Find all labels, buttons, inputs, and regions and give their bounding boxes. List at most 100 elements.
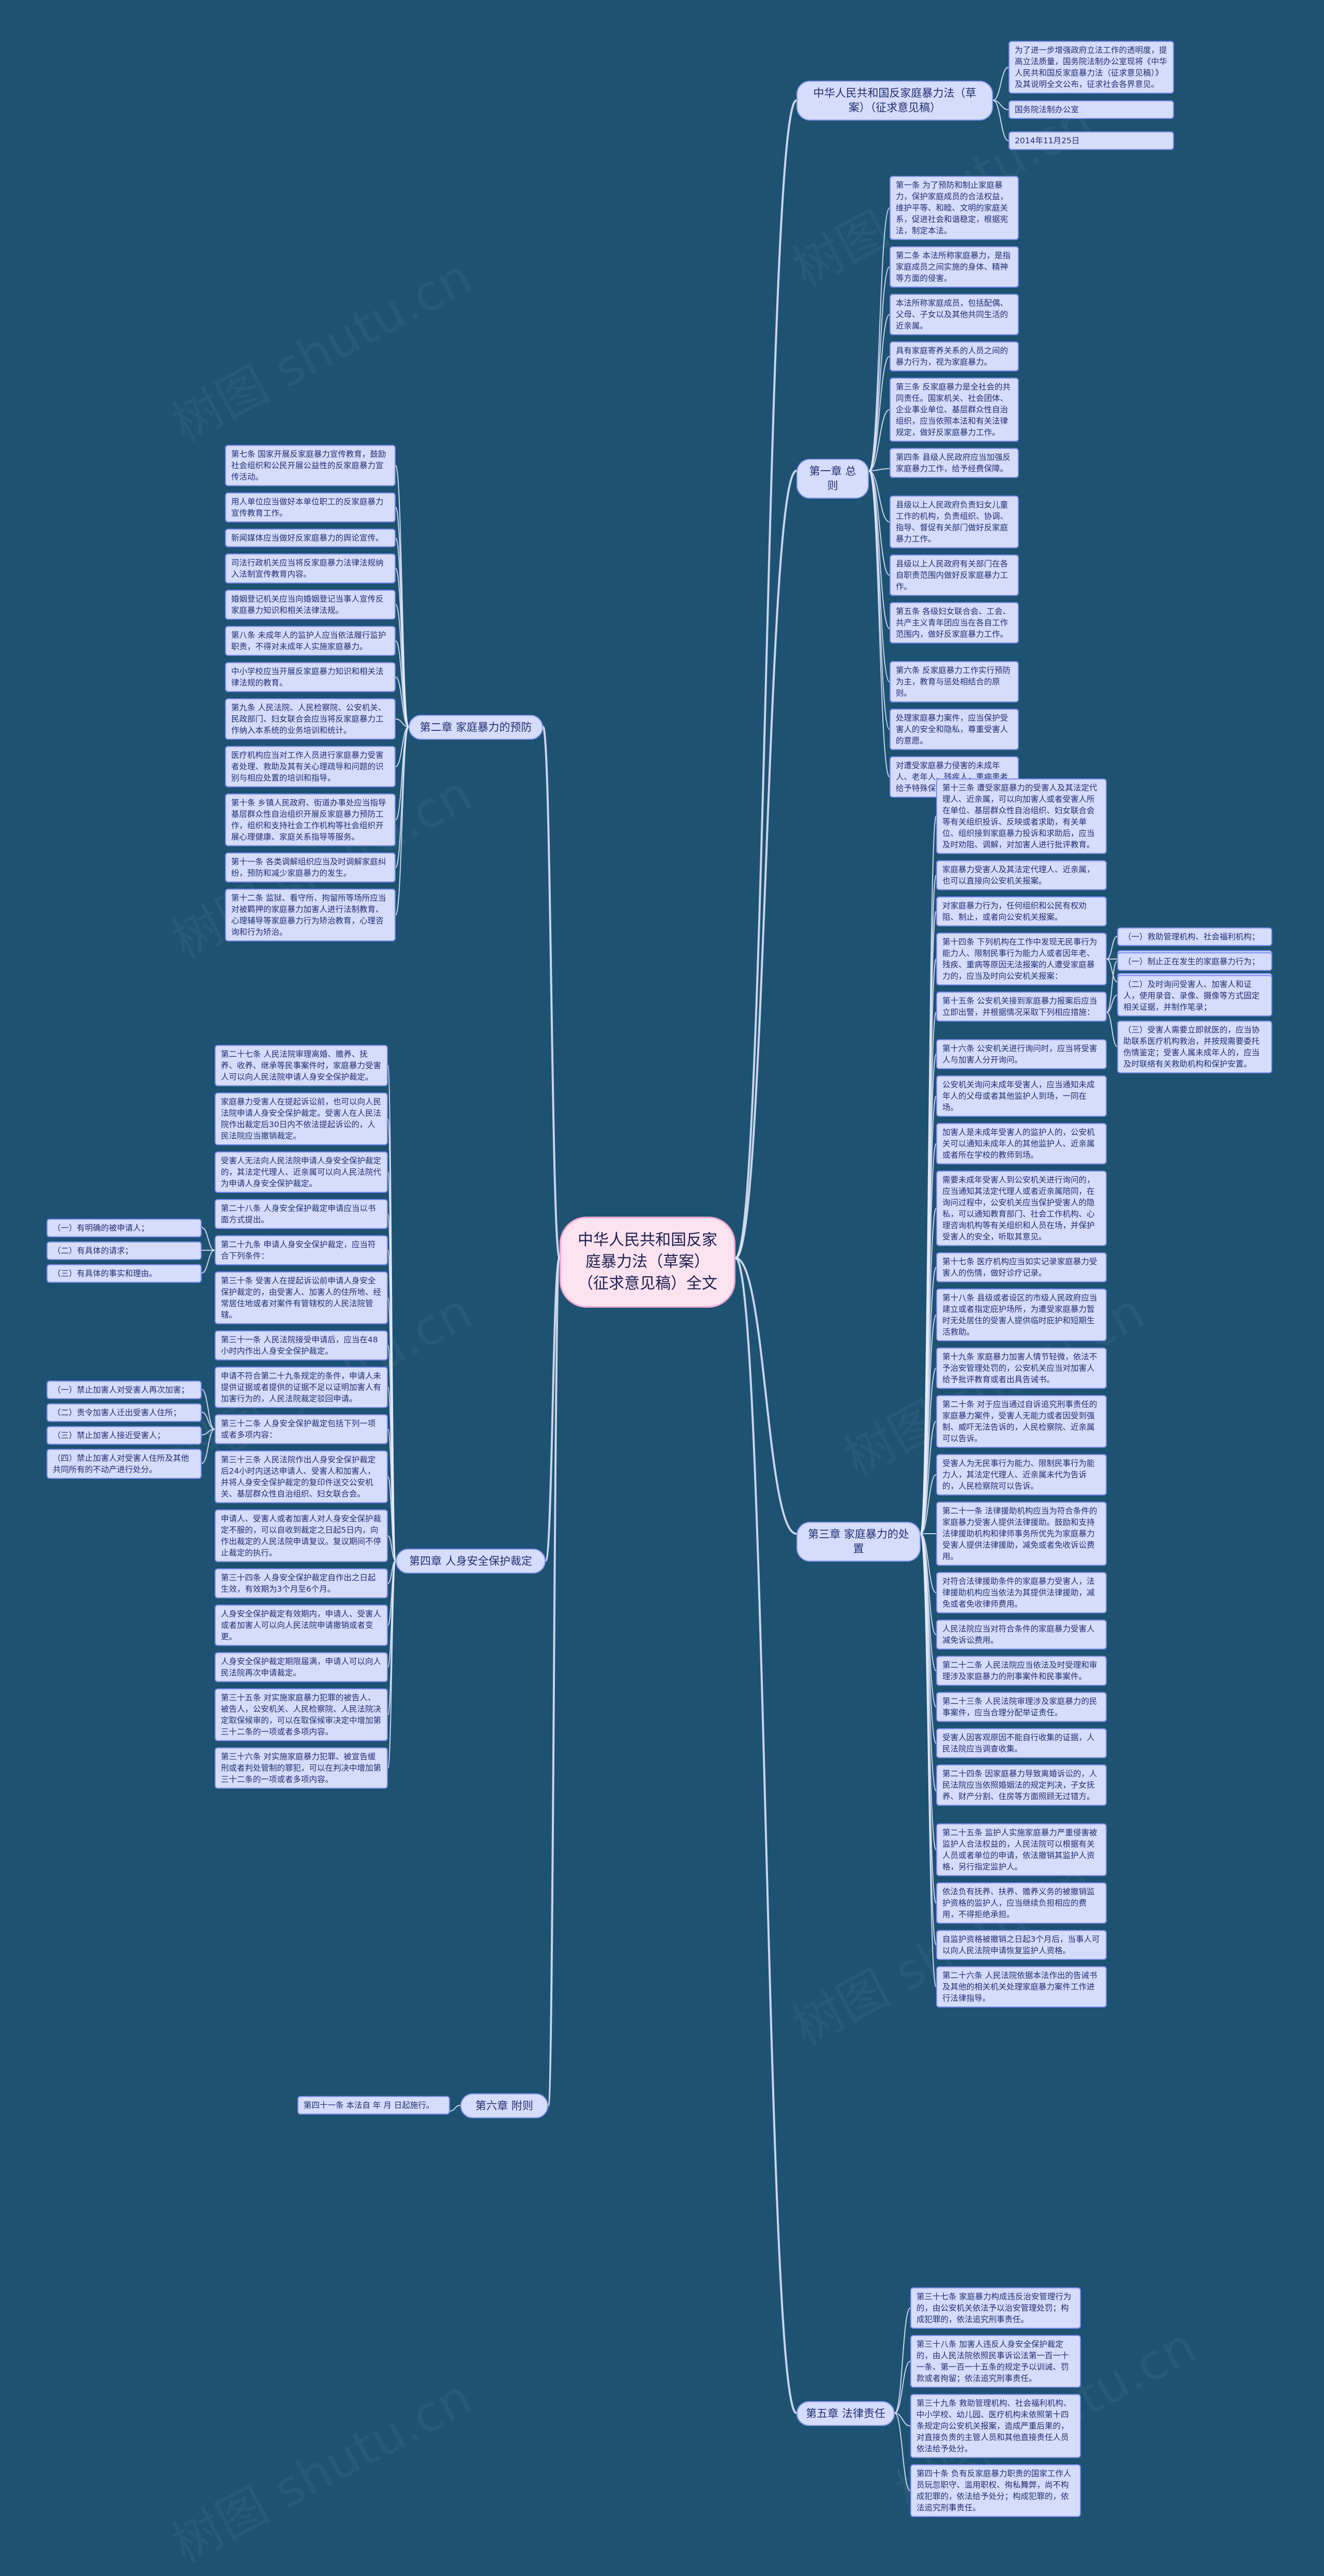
branch-item[interactable]: 第五条 各级妇女联合会、工会、共产主义青年团应当在各自工作范围内，做好反家庭暴力… [890, 602, 1019, 643]
connector-line [1106, 1012, 1118, 1047]
branch-item[interactable]: 县级以上人民政府负责妇女儿童工作的机构，负责组织、协调、指导、督促有关部门做好反… [890, 496, 1019, 548]
branch-item[interactable]: 第三十三条 人民法院作出人身安全保护裁定后24小时内送达申请人、受害人和加害人，… [215, 1450, 388, 1503]
branch-item[interactable]: 中小学校应当开展反家庭暴力知识和相关法律法规的教育。 [225, 662, 396, 692]
sub-item[interactable]: （四）禁止加害人对受害人住所及其他共同所有的不动产进行处分。 [47, 1449, 202, 1479]
branch-item[interactable]: 申请不符合第二十九条规定的条件，申请人未提供证据或者提供的证据不足以证明加害人有… [215, 1367, 388, 1408]
branch-item[interactable]: 自监护资格被撤销之日起3个月后，当事人可以向人民法院申请恢复监护人资格。 [936, 1930, 1107, 1960]
branch-item[interactable]: 对符合法律援助条件的家庭暴力受害人，法律援助机构应当依法为其提供法律援助，减免或… [936, 1572, 1107, 1613]
branch-item[interactable]: 第二条 本法所称家庭暴力，是指家庭成员之间实施的身体、精神等方面的侵害。 [890, 246, 1019, 288]
branch-item[interactable]: 第三十二条 人身安全保护裁定包括下列一项或者多项内容： [215, 1414, 388, 1444]
branch-item[interactable]: 第二十七条 人民法院审理离婚、赡养、抚养、收养、继承等民事案件时，家庭暴力受害人… [215, 1045, 388, 1086]
branch-item[interactable]: 家庭暴力受害人在提起诉讼前，也可以向人民法院申请人身安全保护裁定。受害人在人民法… [215, 1092, 388, 1145]
branch-item[interactable]: 申请人、受害人或者加害人对人身安全保护裁定不服的，可以自收到裁定之日起5日内，向… [215, 1509, 388, 1562]
connector-line [1106, 961, 1118, 1013]
branch-item[interactable]: 家庭暴力受害人及其法定代理人、近亲属，也可以直接向公安机关报案。 [936, 860, 1107, 890]
branch-item[interactable]: 处理家庭暴力案件，应当保护受害人的安全和隐私，尊重受害人的意愿。 [890, 709, 1019, 750]
branch-item[interactable]: 第二十九条 申请人身安全保护裁定，应当符合下列条件： [215, 1235, 388, 1265]
connector-line [201, 1412, 215, 1430]
branch-item[interactable]: 受害人因客观原因不能自行收集的证据，人民法院应当调查收集。 [936, 1728, 1107, 1758]
branch-item[interactable]: 受害人无法向人民法院申请人身安全保护裁定的，其法定代理人、近亲属可以向人民法院代… [215, 1151, 388, 1193]
branch-item[interactable]: 第十九条 家庭暴力加害人情节轻微，依法不予治安管理处罚的，公安机关应当对加害人给… [936, 1347, 1107, 1389]
sub-item[interactable]: （三）禁止加害人接近受害人； [47, 1426, 202, 1445]
branch-item[interactable]: 人身安全保护裁定有效期内，申请人、受害人或者加害人可以向人民法院申请撤销或者变更… [215, 1605, 388, 1646]
sub-item[interactable]: （一）救助管理机构、社会福利机构； [1117, 927, 1272, 946]
branch-item[interactable]: 婚姻登记机关应当向婚姻登记当事人宣传反家庭暴力知识和相关法律法规。 [225, 590, 396, 620]
connector-line [201, 1227, 215, 1251]
branch-item[interactable]: 第三十五条 对实施家庭暴力犯罪的被告人、被告人，公安机关、人民检察院、人民法院决… [215, 1688, 388, 1741]
branch-item[interactable]: 公安机关询问未成年受害人，应当通知未成年人的父母或者其他监护人到场，一同在场。 [936, 1075, 1107, 1117]
branch-item[interactable]: 第二十四条 因家庭暴力导致离婚诉讼的，人民法院应当依照婚姻法的规定判决，子女抚养… [936, 1764, 1107, 1806]
branch-item[interactable]: 第三十七条 家庭暴力构成违反治安管理行为的，由公安机关依法予以治安管理处罚；构成… [910, 2287, 1081, 2329]
connector-line [868, 468, 890, 471]
branch-item[interactable]: 第四条 县级人民政府应当加强反家庭暴力工作，给予经费保障。 [890, 448, 1019, 478]
branch-item[interactable]: 需要未成年受害人到公安机关进行询问的，应当通知其法定代理人或者近亲属陪同，在询问… [936, 1171, 1107, 1246]
branch-topic[interactable]: 中华人民共和国反家庭暴力法（草案）（征求意见稿） [796, 81, 993, 121]
branch-item[interactable]: 第三十九条 救助管理机构、社会福利机构、中小学校、幼儿园、医疗机构未依照第十四条… [910, 2394, 1081, 2458]
branch-item[interactable]: 第九条 人民法院、人民检察院、公安机关、民政部门、妇女联合会应当将反家庭暴力工作… [225, 698, 396, 740]
branch-topic[interactable]: 第二章 家庭暴力的预防 [409, 715, 543, 740]
branch-item[interactable]: 医疗机构应当对工作人员进行家庭暴力受害者处理、救助及其有关心理疏导和问题的识别与… [225, 746, 396, 787]
branch-item[interactable]: 本法所称家庭成员，包括配偶、父母、子女以及其他共同生活的近亲属。 [890, 294, 1019, 335]
branch-item[interactable]: 第二十一条 法律援助机构应当为符合条件的家庭暴力受害人提供法律援助。鼓励和支持法… [936, 1502, 1107, 1566]
branch-item[interactable]: 具有家庭寄养关系的人员之间的暴力行为，视为家庭暴力。 [890, 341, 1019, 371]
branch-item[interactable]: 第三十四条 人身安全保护裁定自作出之日起生效，有效期为3个月至6个月。 [215, 1568, 388, 1598]
branch-item[interactable]: 国务院法制办公室 [1009, 100, 1174, 119]
branch-item[interactable]: 第八条 未成年人的监护人应当依法履行监护职责，不得对未成年人实施家庭暴力。 [225, 626, 396, 656]
branch-item[interactable]: 第十一条 各类调解组织应当及时调解家庭纠纷，预防和减少家庭暴力的发生。 [225, 852, 396, 882]
branch-item[interactable]: 人身安全保护裁定期限届满，申请人可以向人民法院再次申请裁定。 [215, 1652, 388, 1682]
branch-item[interactable]: 第二十条 对于应当通过自诉追究刑事责任的家庭暴力案件，受害人无能力或者因受到强制… [936, 1395, 1107, 1448]
root-topic[interactable]: 中华人民共和国反家庭暴力法（草案）（征求意见稿）全文 [560, 1217, 735, 1308]
branch-item[interactable]: 依法负有抚养、扶养、赡养义务的被撤销监护资格的监护人，应当继续负担相应的费用，不… [936, 1882, 1107, 1924]
branch-item[interactable]: 第十七条 医疗机构应当如实记录家庭暴力受害人的伤情，做好诊疗记录。 [936, 1252, 1107, 1282]
branch-item[interactable]: 第三十条 受害人在提起诉讼前申请人身安全保护裁定的，由受害人、加害人的住所地、经… [215, 1271, 388, 1324]
branch-item[interactable]: 第六条 反家庭暴力工作实行预防为主，教育与惩处相结合的原则。 [890, 661, 1019, 702]
branch-topic[interactable]: 第六章 附则 [460, 2093, 548, 2119]
sub-item[interactable]: （三）受害人需要立即就医的，应当协助联系医疗机构救治，并按规需要委托伤情鉴定；受… [1117, 1021, 1272, 1073]
branch-item[interactable]: 第四十条 负有反家庭暴力职责的国家工作人员玩忽职守、滥用职权、徇私舞弊，尚不构成… [910, 2464, 1081, 2517]
branch-item[interactable]: 第十六条 公安机关进行询问时，应当将受害人与加害人分开询问。 [936, 1039, 1107, 1069]
branch-item[interactable]: 第十八条 县级或者设区的市级人民政府应当建立或者指定庇护场所，为遭受家庭暴力暂时… [936, 1289, 1107, 1341]
sub-item[interactable]: （三）有具体的事实和理由。 [47, 1264, 202, 1283]
branch-topic[interactable]: 第五章 法律责任 [796, 2401, 895, 2427]
branch-item[interactable]: 为了进一步增强政府立法工作的透明度，提高立法质量，国务院法制办公室现将《中华人民… [1009, 41, 1174, 94]
branch-item[interactable]: 第二十二条 人民法院应当依法及时受理和审理涉及家庭暴力的刑事案件和民事案件。 [936, 1656, 1107, 1686]
branch-item[interactable]: 新闻媒体应当做好反家庭暴力的舆论宣传。 [225, 529, 396, 547]
branch-item[interactable]: 第十三条 遭受家庭暴力的受害人及其法定代理人、近亲属，可以向加害人或者受害人所在… [936, 778, 1107, 854]
branch-item[interactable]: 第七条 国家开展反家庭暴力宣传教育，鼓励社会组织和公民开展公益性的反家庭暴力宣传… [225, 445, 396, 486]
branch-item[interactable]: 用人单位应当做好本单位职工的反家庭暴力宣传教育工作。 [225, 492, 396, 522]
sub-item[interactable]: （二）有具体的请求； [47, 1241, 202, 1260]
branch-item[interactable]: 第十条 乡镇人民政府、街道办事处应当指导基层群众性自治组织开展反家庭暴力预防工作… [225, 793, 396, 846]
sub-item[interactable]: （二）及时询问受害人、加害人和证人，使用录音、录像、摄像等方式固定相关证据，并制… [1117, 975, 1272, 1016]
branch-topic[interactable]: 第一章 总则 [796, 459, 869, 499]
branch-item[interactable]: 受害人为无民事行为能力、限制民事行为能力人，其法定代理人、近亲属未代为告诉的，人… [936, 1454, 1107, 1495]
branch-item[interactable]: 第三十一条 人民法院接受申请后，应当在48小时内作出人身安全保护裁定。 [215, 1330, 388, 1360]
branch-item[interactable]: 第二十八条 人身安全保护裁定申请应当以书面方式提出。 [215, 1199, 388, 1229]
sub-item[interactable]: （二）责令加害人迁出受害人住所； [47, 1403, 202, 1422]
branch-item[interactable]: 第三十六条 对实施家庭暴力犯罪、被宣告缓刑或者判处管制的罪犯，可以在判决中增加第… [215, 1747, 388, 1789]
branch-item[interactable]: 第十五条 公安机关接到家庭暴力报案后应当立即出警，并根据情况采取下列相应措施： [936, 992, 1107, 1022]
connector-line [547, 1257, 561, 2106]
branch-item[interactable]: 第四十一条 本法自 年 月 日起施行。 [297, 2096, 450, 2115]
branch-item[interactable]: 司法行政机关应当将反家庭暴力法律法规纳入法制宣传教育内容。 [225, 553, 396, 583]
sub-item[interactable]: （一）制止正在发生的家庭暴力行为； [1117, 952, 1272, 971]
branch-item[interactable]: 第二十三条 人民法院审理涉及家庭暴力的民事案件，应当合理分配举证责任。 [936, 1692, 1107, 1722]
branch-item[interactable]: 县级以上人民政府有关部门在各自职责范围内做好反家庭暴力工作。 [890, 555, 1019, 596]
branch-item[interactable]: 第一条 为了预防和制止家庭暴力，保护家庭成员的合法权益，维护平等、和睦、文明的家… [890, 176, 1019, 240]
branch-item[interactable]: 第三十八条 加害人违反人身安全保护裁定的，由人民法院依照民事诉讼法第一百一十一条… [910, 2335, 1081, 2388]
branch-item[interactable]: 第三条 反家庭暴力是全社会的共同责任。国家机关、社会团体、企业事业单位、基层群众… [890, 378, 1019, 442]
branch-item[interactable]: 第二十五条 监护人实施家庭暴力严重侵害被监护人合法权益的，人民法院可以根据有关人… [936, 1823, 1107, 1876]
branch-item[interactable]: 人民法院应当对符合条件的家庭暴力受害人减免诉讼费用。 [936, 1620, 1107, 1650]
branch-item[interactable]: 第二十六条 人民法院依据本法作出的告诫书及其他的相关机关处理家庭暴力案件工作进行… [936, 1966, 1107, 2008]
branch-topic[interactable]: 第三章 家庭暴力的处置 [796, 1522, 921, 1562]
branch-item[interactable]: 第十二条 监狱、看守所、拘留所等场所应当对被羁押的家庭暴力加害人进行法制教育、心… [225, 889, 396, 941]
branch-item[interactable]: 第十四条 下列机构在工作中发现无民事行为能力人、限制民事行为能力人或者因年老、残… [936, 933, 1107, 985]
branch-item[interactable]: 2014年11月25日 [1009, 131, 1174, 150]
sub-item[interactable]: （一）有明确的被申请人； [47, 1219, 202, 1237]
branch-topic[interactable]: 第四章 人身安全保护裁定 [396, 1549, 546, 1574]
branch-item[interactable]: 加害人是未成年受害人的监护人的，公安机关可以通知未成年人的其他监护人、近亲属或者… [936, 1123, 1107, 1164]
sub-item[interactable]: （一）禁止加害人对受害人再次加害； [47, 1381, 202, 1399]
branch-item[interactable]: 对家庭暴力行为，任何组织和公民有权劝阻、制止，或者向公安机关报案。 [936, 896, 1107, 926]
connector-line [395, 507, 409, 727]
connector-line [201, 1250, 215, 1274]
